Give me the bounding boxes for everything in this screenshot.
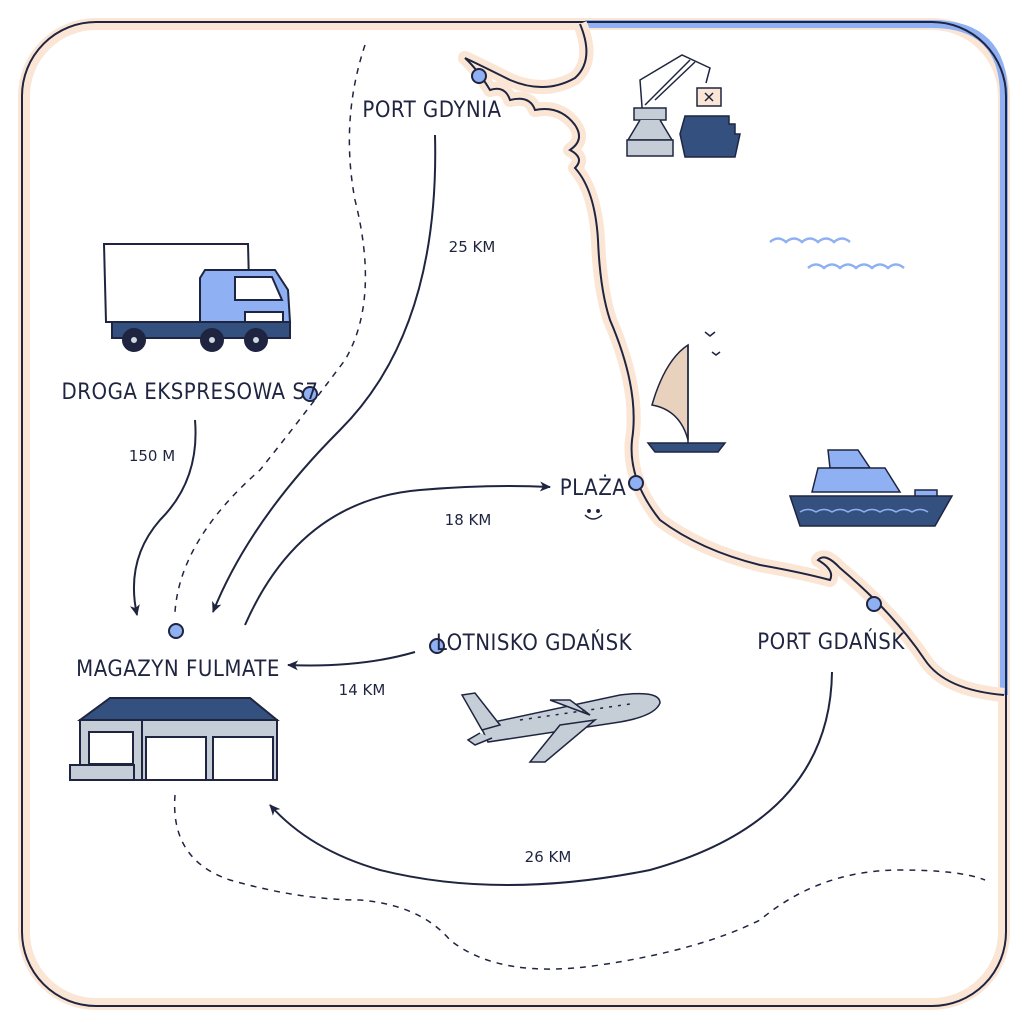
label-port-gdynia: PORT GDYNIA xyxy=(362,98,501,123)
warehouse-icon xyxy=(69,697,280,781)
label-magazyn: MAGAZYN FULMATE xyxy=(76,657,280,682)
route-s7-arrow xyxy=(129,419,197,616)
port-gdynia-marker[interactable] xyxy=(471,68,487,84)
route-lotnisko-arrow xyxy=(287,651,416,671)
airplane-icon xyxy=(460,692,661,763)
lotnisko-marker[interactable] xyxy=(429,638,445,654)
distance-gdansk: 26 KM xyxy=(525,848,572,866)
magazyn-marker[interactable] xyxy=(168,623,184,639)
route-plaza-arrow xyxy=(244,481,551,626)
distance-gdynia: 25 KM xyxy=(449,238,496,256)
distance-plaza: 18 KM xyxy=(445,511,492,529)
waves-icon xyxy=(769,237,905,270)
label-droga-s7: DROGA EKSPRESOWA S7 xyxy=(62,380,319,405)
sailboat-icon xyxy=(646,331,727,453)
truck-icon xyxy=(102,243,292,352)
route-gdynia-arrow xyxy=(212,134,437,613)
yacht-icon xyxy=(788,449,954,527)
label-plaza: PLAŻA xyxy=(560,475,627,501)
port-gdansk-marker[interactable] xyxy=(866,596,882,612)
distance-lotnisko: 14 KM xyxy=(339,681,386,699)
road-dashed-north xyxy=(174,44,367,613)
label-lotnisko: LOTNISKO GDAŃSK xyxy=(436,630,633,656)
droga-s7-marker[interactable] xyxy=(302,386,318,402)
route-gdansk-arrow xyxy=(269,671,833,886)
road-dashed-south xyxy=(173,794,986,970)
port-crane-icon xyxy=(626,54,741,158)
smiley-icon xyxy=(584,509,603,520)
distance-s7: 150 M xyxy=(129,447,175,465)
plaza-marker[interactable] xyxy=(628,475,644,491)
label-port-gdansk: PORT GDAŃSK xyxy=(757,629,905,655)
